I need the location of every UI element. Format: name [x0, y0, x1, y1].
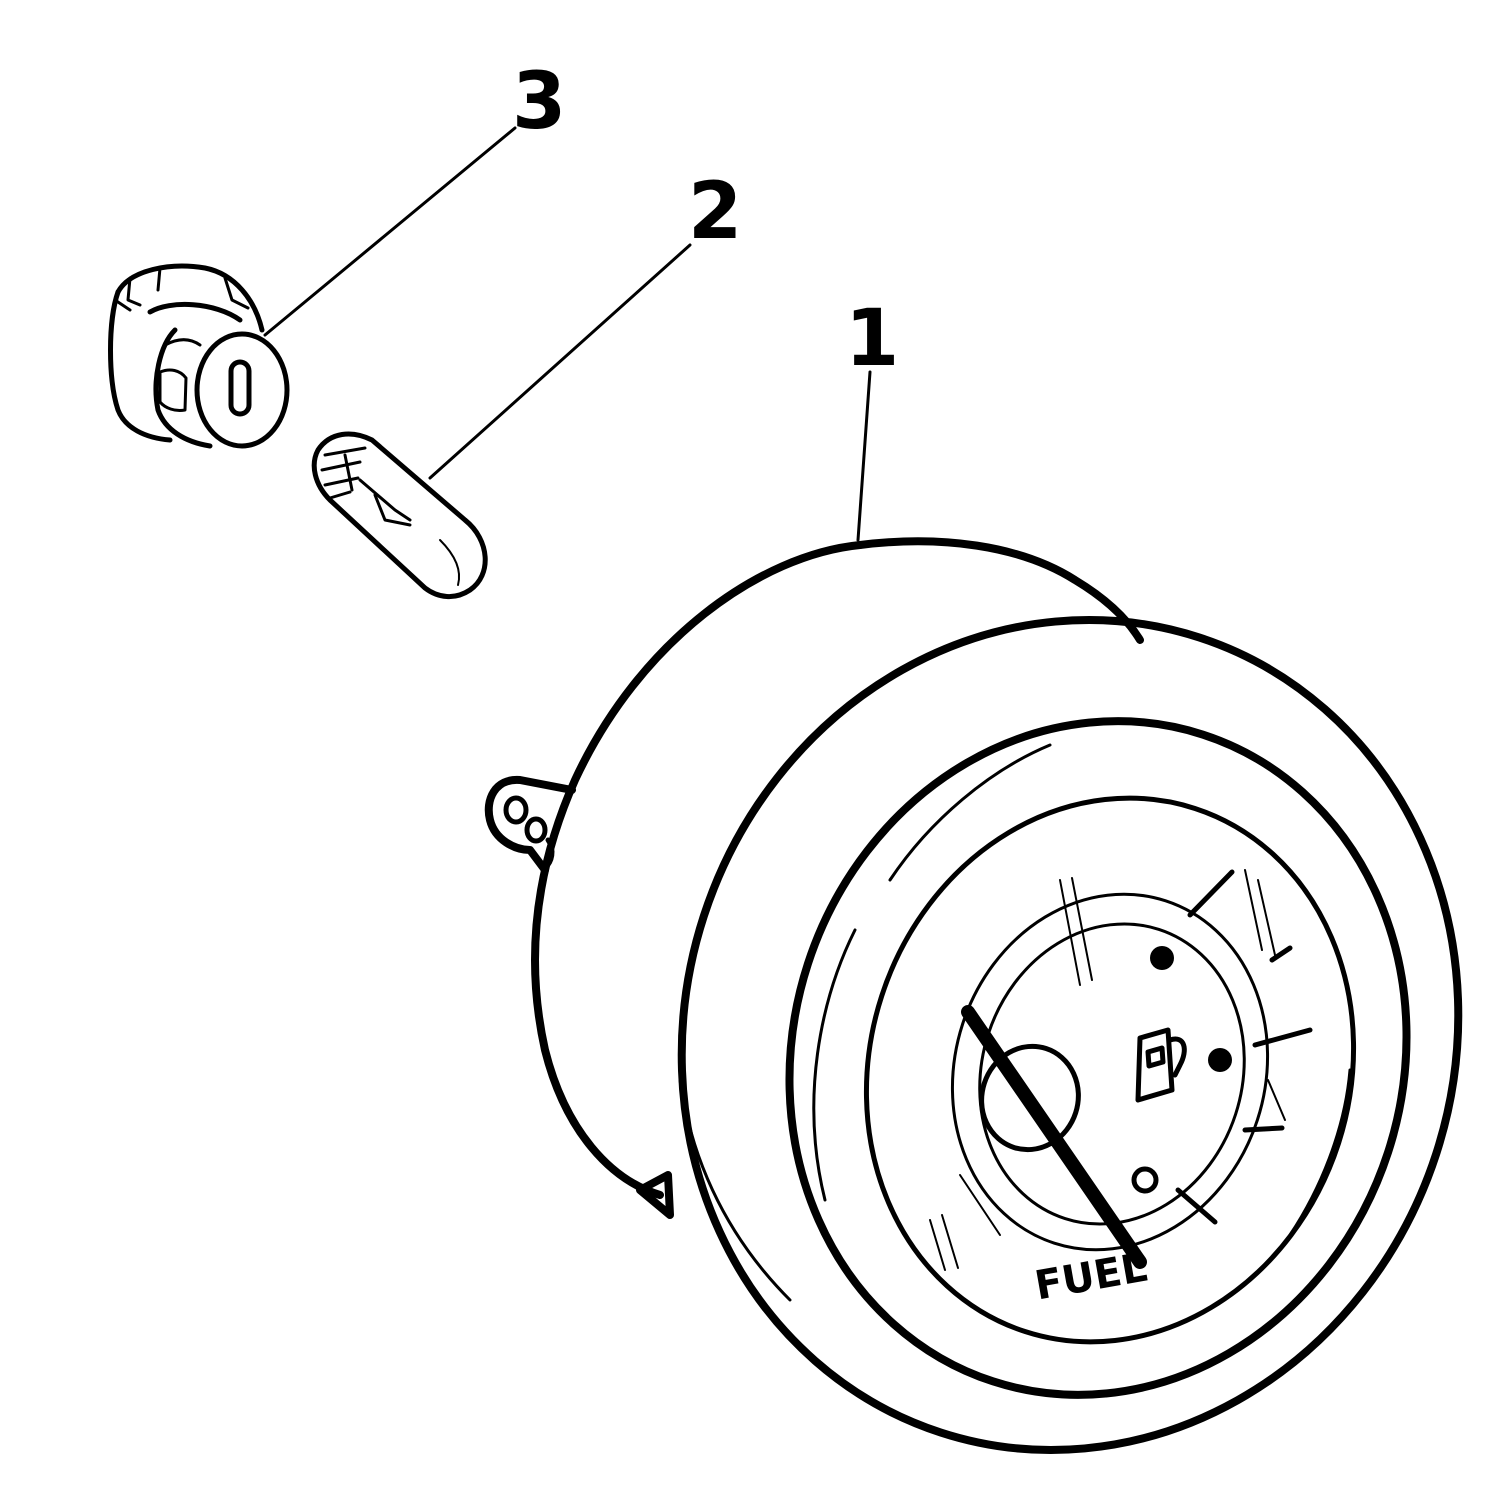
leader-line-2 [428, 243, 692, 480]
leader-line-3 [263, 126, 517, 337]
callout-3: 3 [512, 57, 566, 147]
dial-label: FUEL [1032, 1245, 1151, 1310]
fuel-gauge-part: FUEL [484, 537, 1463, 1454]
gauge-needle [961, 1005, 1147, 1269]
wedge-bulb-part [311, 431, 488, 599]
bulb-socket-part [108, 263, 290, 449]
callout-numbers: 3 2 1 [512, 57, 899, 384]
callout-1: 1 [845, 294, 899, 384]
callout-2: 2 [688, 167, 742, 257]
leader-line-1 [856, 370, 872, 542]
leader-lines [263, 126, 872, 542]
fuel-pump-icon [1135, 1027, 1187, 1103]
